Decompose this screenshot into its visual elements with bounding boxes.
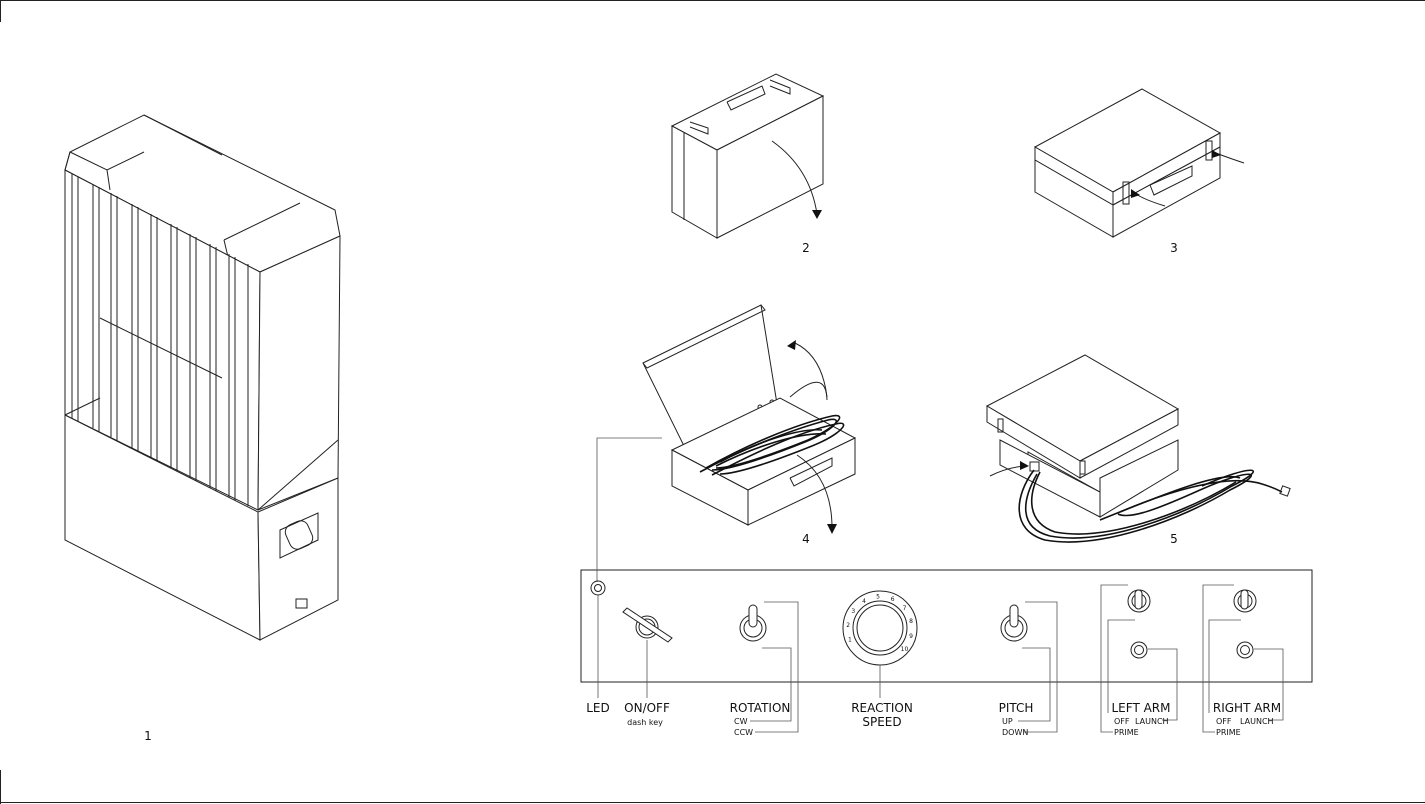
right-arm-launch-button[interactable] xyxy=(1236,641,1254,659)
dial-tick-label: 10 xyxy=(901,646,909,653)
label-pitch-up: UP xyxy=(1002,717,1013,726)
figure-4-case-open xyxy=(642,304,857,534)
left-arm-launch-button[interactable] xyxy=(1130,641,1148,659)
panel-labels: LED ON/OFF dash key ROTATION CW CCW REAC… xyxy=(586,701,1281,737)
dial-tick-label: 1 xyxy=(848,636,852,643)
pitch-toggle[interactable] xyxy=(1000,604,1028,642)
label-right-off: OFF xyxy=(1216,717,1232,726)
label-left-launch: LAUNCH xyxy=(1135,717,1169,726)
label-left-off: OFF xyxy=(1114,717,1130,726)
left-arm-toggle[interactable] xyxy=(1127,589,1151,613)
step-number-5: 5 xyxy=(1170,532,1178,546)
step-number-1: 1 xyxy=(144,729,152,743)
label-pitch: PITCH xyxy=(999,701,1034,715)
figure-1-unit xyxy=(64,114,341,641)
rotation-toggle[interactable] xyxy=(739,604,767,642)
dial-tick-label: 7 xyxy=(903,605,907,612)
step-number-4: 4 xyxy=(802,532,810,546)
figure-3-case-front xyxy=(1033,88,1245,238)
label-right-prime: PRIME xyxy=(1216,728,1241,737)
label-led: LED xyxy=(586,701,610,715)
dial-tick-label: 9 xyxy=(909,633,913,640)
dash-key-switch[interactable] xyxy=(622,607,673,643)
dial-tick-label: 6 xyxy=(891,596,895,603)
dial-tick-label: 8 xyxy=(909,618,913,625)
label-rotation: ROTATION xyxy=(730,701,791,715)
dial-tick-label: 4 xyxy=(862,598,866,605)
label-speed: SPEED xyxy=(862,715,901,729)
cable-coil-4 xyxy=(699,414,845,476)
label-pitch-down: DOWN xyxy=(1002,728,1028,737)
label-left-prime: PRIME xyxy=(1114,728,1139,737)
cable-coil-5 xyxy=(1018,469,1283,543)
figure-5-case-cable xyxy=(985,354,1291,543)
label-onoff: ON/OFF xyxy=(624,701,670,715)
step-number-2: 2 xyxy=(802,241,810,255)
label-rotation-cw: CW xyxy=(734,717,748,726)
right-arm-toggle[interactable] xyxy=(1233,589,1257,613)
dial-tick-label: 5 xyxy=(876,594,880,601)
label-rotation-ccw: CCW xyxy=(734,728,753,737)
dial-tick-label: 2 xyxy=(846,622,850,629)
label-reaction: REACTION xyxy=(851,701,913,715)
dial-tick-label: 3 xyxy=(851,608,855,615)
label-left-arm: LEFT ARM xyxy=(1111,701,1170,715)
label-onoff-sub: dash key xyxy=(627,718,663,727)
step-numbers: 1 2 3 4 5 xyxy=(144,241,1178,743)
label-right-arm: RIGHT ARM xyxy=(1213,701,1281,715)
label-right-launch: LAUNCH xyxy=(1240,717,1274,726)
figure-2-case-closed xyxy=(670,73,825,239)
step-number-3: 3 xyxy=(1170,241,1178,255)
